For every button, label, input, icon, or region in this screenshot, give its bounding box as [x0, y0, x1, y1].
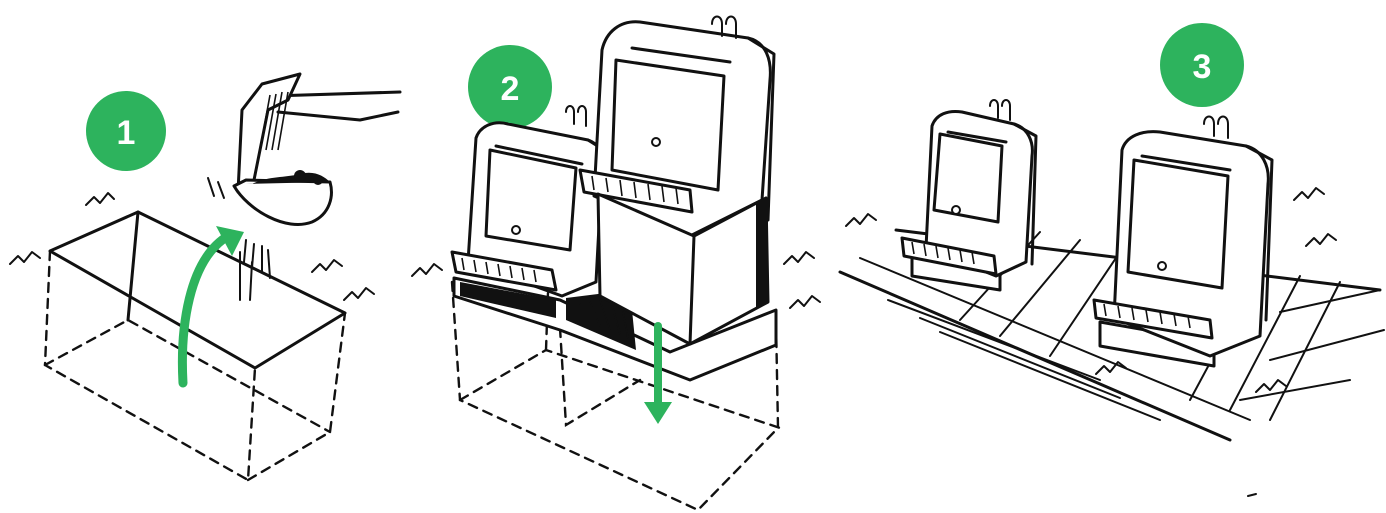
step-2-number: 2	[501, 70, 520, 108]
small-container	[450, 105, 608, 298]
step-3-number: 3	[1193, 48, 1212, 86]
down-arrow-icon	[644, 322, 672, 424]
step-1-number: 1	[117, 114, 136, 152]
excavation-pit	[43, 210, 347, 482]
step-1-panel: 1	[9, 72, 402, 482]
grass-tuft-icon	[411, 251, 821, 309]
step-3-panel: 3	[838, 23, 1385, 497]
large-container	[578, 15, 776, 346]
step-2-panel: 2	[411, 15, 821, 512]
excavator-bucket-icon	[207, 72, 402, 301]
step-1-badge: 1	[86, 91, 166, 171]
paved-small-container	[900, 99, 1038, 292]
grass-tuft-icon	[9, 192, 375, 301]
ground-slab	[452, 276, 778, 382]
grass-tuft-icon	[845, 187, 1337, 497]
step-3-badge: 3	[1160, 23, 1244, 107]
up-arrow-icon	[177, 226, 244, 388]
paved-large-container	[1092, 115, 1274, 368]
step-2-badge: 2	[468, 45, 552, 129]
